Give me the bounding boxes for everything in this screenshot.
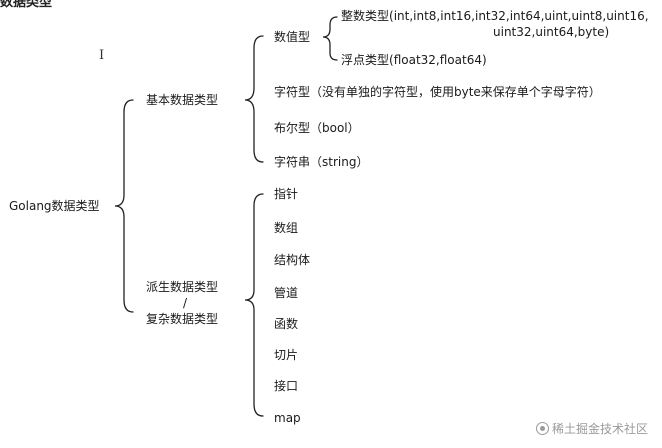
derived-item-channel: 管道 (274, 286, 299, 300)
derived-item-map: map (274, 411, 301, 425)
float-types-line: 浮点类型(float32,float64) (341, 53, 487, 68)
basic-types-label: 基本数据类型 (146, 93, 219, 107)
integer-detail-2: uint32,uint64,byte) (493, 25, 610, 39)
integer-detail-1: (int,int8,int16,int32,int64,uint,uint8,u… (389, 9, 649, 23)
root-brace (114, 99, 134, 313)
derived-item-function: 函数 (274, 317, 299, 331)
text-cursor-icon: I (99, 48, 105, 63)
integer-label: 整数类型 (341, 9, 390, 23)
string-type-label: 字符串（string） (274, 155, 369, 169)
bool-type-label: 布尔型（bool） (274, 121, 360, 135)
float-detail: (float32,float64) (389, 53, 487, 67)
derived-label-1: 派生数据类型 (146, 280, 219, 294)
derived-item-struct: 结构体 (274, 253, 311, 267)
derived-item-array: 数组 (274, 221, 299, 235)
watermark: 稀土掘金技术社区 (535, 420, 648, 437)
integer-types-line1: 整数类型(int,int8,int16,int32,int64,uint,uin… (341, 9, 649, 24)
derived-brace (244, 193, 264, 417)
float-label: 浮点类型 (341, 53, 390, 67)
header-clipped-text: 数据类型 (0, 0, 53, 10)
root-label: Golang数据类型 (9, 199, 100, 213)
char-type-label: 字符型（没有单独的字符型，使用byte来保存单个字母字符） (274, 85, 601, 99)
derived-item-pointer: 指针 (274, 187, 299, 201)
derived-label-2: 复杂数据类型 (146, 312, 219, 326)
numeric-brace (322, 16, 338, 61)
derived-item-interface: 接口 (274, 379, 299, 393)
basic-brace (244, 35, 264, 163)
watermark-text: 稀土掘金技术社区 (551, 422, 648, 436)
derived-slash: / (183, 296, 188, 310)
watermark-logo-icon (535, 422, 549, 435)
numeric-label: 数值型 (274, 30, 311, 44)
derived-item-slice: 切片 (274, 348, 299, 362)
